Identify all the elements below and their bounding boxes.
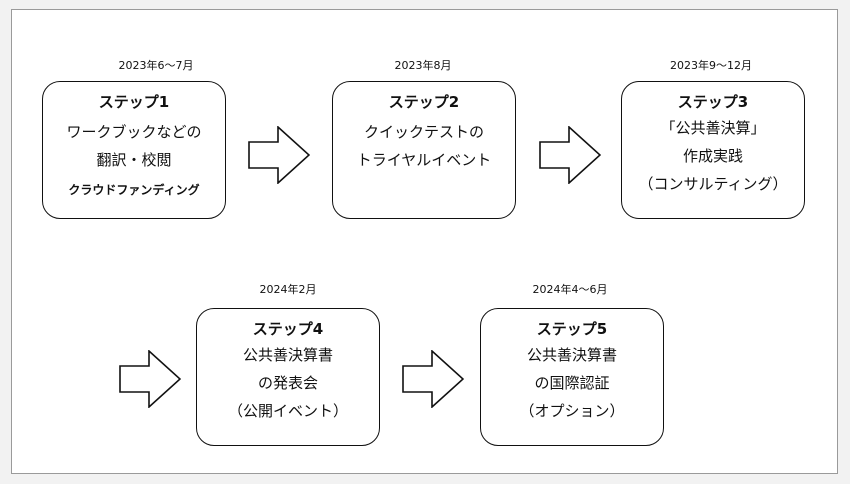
step3-title: ステップ3 (677, 93, 749, 111)
step1-line1: ワークブックなどの (66, 123, 202, 141)
step2-line1: クイックテストの (363, 123, 484, 141)
step2-line2: トライヤルイベント (356, 151, 492, 169)
diagram-canvas: 2023年6〜7月 ステップ1 ワークブックなどの 翻訳・校閲 クラウドファンデ… (11, 9, 838, 474)
step2-title: ステップ2 (388, 93, 460, 111)
step5-date: 2024年4〜6月 (532, 283, 608, 296)
step3-box: ステップ3 「公共善決算」 作成実践 （コンサルティング） (621, 81, 805, 219)
step5-line3: （オプション） (519, 402, 625, 420)
arrow-right-icon (119, 350, 181, 408)
step1-date: 2023年6〜7月 (118, 59, 194, 72)
step3-line3: （コンサルティング） (638, 175, 788, 193)
arrow-right-icon (539, 126, 601, 184)
step4-date: 2024年2月 (259, 283, 317, 296)
step4-line1: 公共善決算書 (242, 346, 333, 364)
step2-box: ステップ2 クイックテストの トライヤルイベント (332, 81, 516, 219)
step3-line1: 「公共善決算」 (660, 119, 766, 137)
step1-box: ステップ1 ワークブックなどの 翻訳・校閲 クラウドファンディング (42, 81, 226, 219)
step2-date: 2023年8月 (394, 59, 452, 72)
arrow-right-icon (248, 126, 310, 184)
arrow-right-icon (402, 350, 464, 408)
step3-line2: 作成実践 (682, 147, 743, 165)
step1-line2: 翻訳・校閲 (96, 151, 172, 169)
step1-note: クラウドファンディング (68, 183, 200, 197)
step3-date: 2023年9〜12月 (670, 59, 752, 72)
step4-line3: （公開イベント） (227, 402, 348, 420)
step5-box: ステップ5 公共善決算書 の国際認証 （オプション） (480, 308, 664, 446)
step4-title: ステップ4 (252, 320, 324, 338)
step1-title: ステップ1 (98, 93, 170, 111)
step4-box: ステップ4 公共善決算書 の発表会 （公開イベント） (196, 308, 380, 446)
step5-line2: の国際認証 (534, 374, 610, 392)
step4-line2: の発表会 (257, 374, 318, 392)
step5-title: ステップ5 (536, 320, 608, 338)
step5-line1: 公共善決算書 (526, 346, 617, 364)
